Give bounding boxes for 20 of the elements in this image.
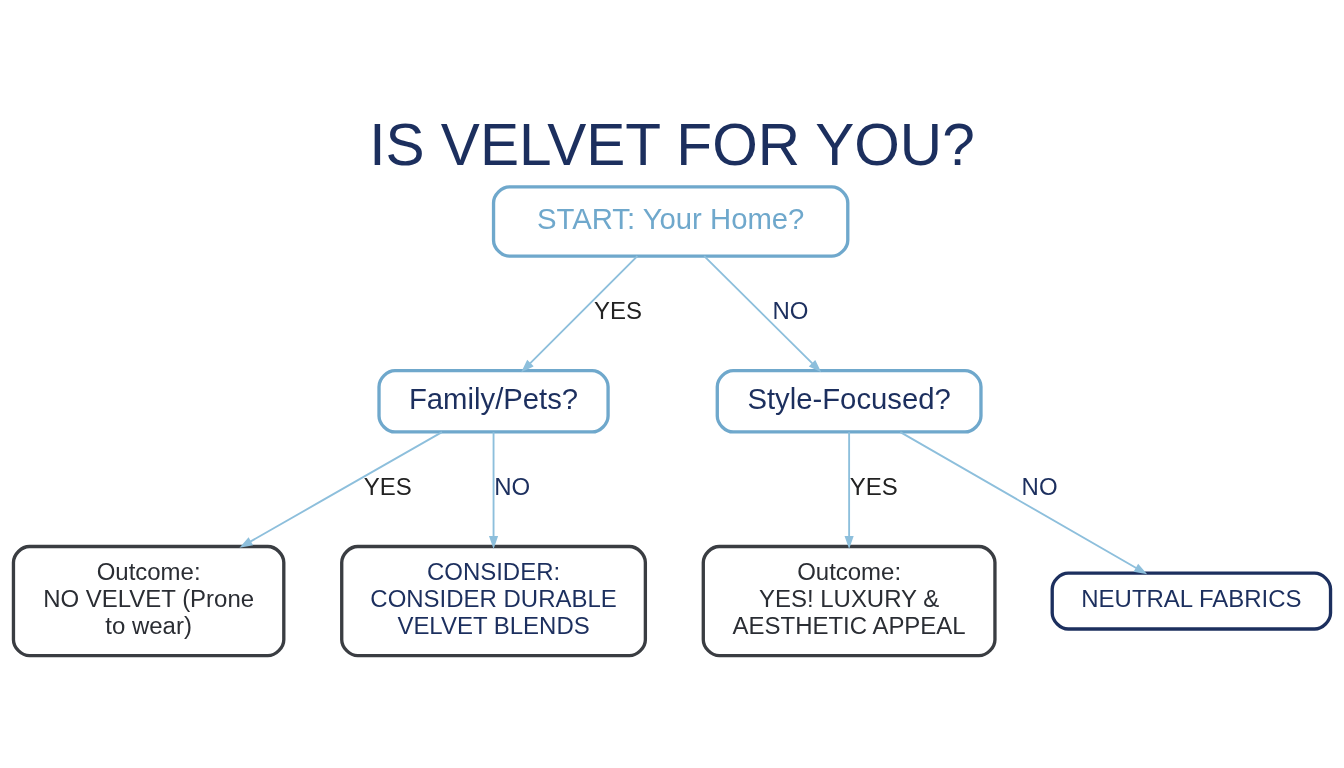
arrow bbox=[703, 255, 822, 373]
arrow bbox=[239, 431, 443, 548]
node-box: NEUTRAL FABRICS bbox=[1050, 571, 1333, 631]
node-box: Outcome: YES! LUXURY & AESTHETIC APPEAL bbox=[701, 544, 997, 658]
edge-label: YES bbox=[594, 297, 643, 325]
edge-label: YES bbox=[849, 473, 898, 501]
arrow bbox=[844, 431, 854, 550]
node-box: Family/Pets? bbox=[377, 369, 610, 434]
arrow bbox=[521, 255, 639, 373]
edge-label: NO bbox=[772, 297, 809, 325]
arrow bbox=[488, 431, 499, 550]
node-box: Style-Focused? bbox=[715, 369, 983, 434]
diagram-title: IS VELVET FOR YOU? bbox=[369, 111, 975, 177]
arrow bbox=[899, 431, 1148, 575]
edge-label: NO bbox=[494, 473, 531, 501]
edge-label: NO bbox=[1021, 473, 1058, 501]
node-box: START: Your Home? bbox=[491, 185, 850, 258]
node-box: Outcome: NO VELVET (Prone to wear) bbox=[11, 544, 286, 658]
edge-label: YES bbox=[363, 473, 412, 501]
node-box: CONSIDER: CONSIDER DURABLE VELVET BLENDS bbox=[340, 544, 648, 658]
